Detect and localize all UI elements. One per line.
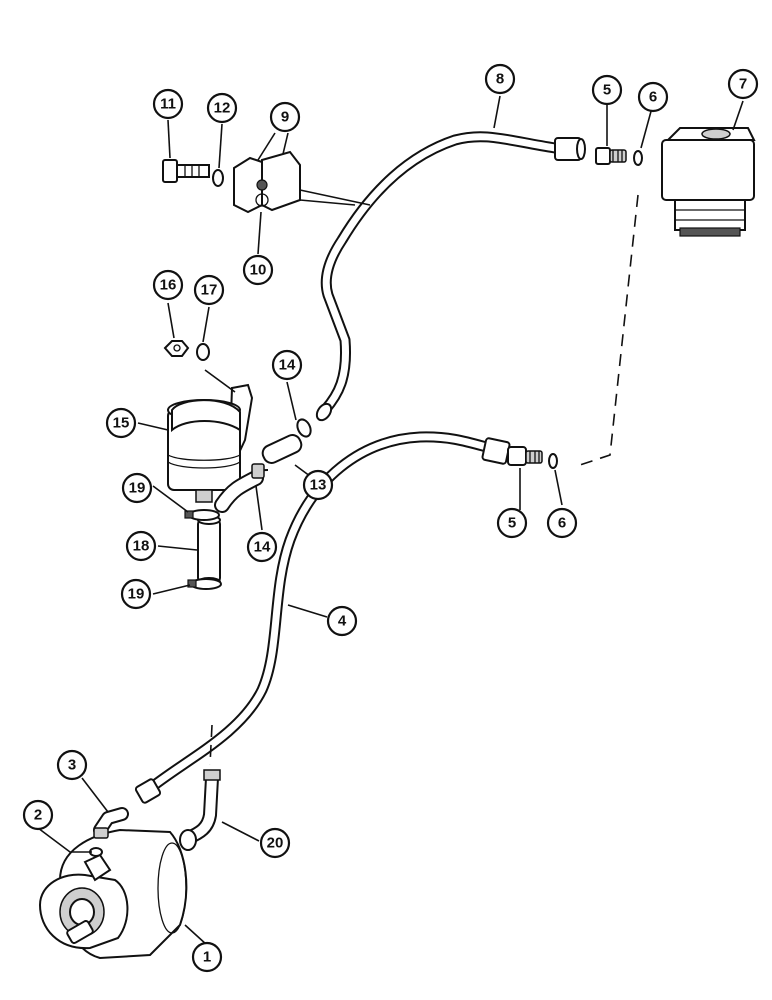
tube-4-nut: [481, 437, 511, 465]
svg-text:6: 6: [649, 89, 657, 106]
svg-text:12: 12: [214, 100, 231, 117]
adapter-fitting-lower: [507, 446, 543, 466]
clamp-arrow: [299, 189, 371, 206]
svg-text:13: 13: [310, 477, 327, 494]
callout-5-lower: 5: [496, 507, 528, 539]
callout-17: 17: [193, 274, 225, 306]
svg-text:9: 9: [281, 109, 289, 126]
callout-15: 15: [105, 407, 137, 439]
svg-text:15: 15: [113, 415, 130, 432]
elbow-fitting-3: [93, 807, 129, 839]
callout-19-lower: 19: [120, 578, 152, 610]
svg-text:16: 16: [160, 277, 177, 294]
callout-1: 1: [191, 941, 223, 973]
svg-text:3: 3: [68, 757, 76, 774]
callout-10: 10: [242, 254, 274, 286]
nut-16: [163, 340, 190, 357]
callout-8: 8: [484, 63, 516, 95]
elbow-hose-14: [214, 463, 265, 513]
callout-14-upper: 14: [271, 349, 303, 381]
svg-text:6: 6: [558, 515, 566, 532]
svg-text:11: 11: [160, 96, 176, 113]
svg-text:18: 18: [133, 538, 150, 555]
o-ring-upper: [633, 150, 643, 166]
callout-6-upper: 6: [637, 81, 669, 113]
svg-text:5: 5: [508, 515, 516, 532]
tube-4: [134, 431, 511, 804]
callout-12: 12: [206, 92, 238, 124]
svg-text:4: 4: [338, 613, 347, 630]
callout-18: 18: [125, 530, 157, 562]
hose-clip-19-upper: [184, 509, 220, 521]
clamp-9: [233, 150, 301, 214]
callout-4: 4: [326, 605, 358, 637]
callout-14-lower: 14: [246, 531, 278, 563]
elbow-fitting-20: [179, 769, 221, 851]
svg-text:1: 1: [203, 949, 211, 966]
svg-text:14: 14: [254, 539, 271, 556]
callout-13: 13: [302, 469, 334, 501]
adapter-fitting-upper: [595, 147, 627, 165]
callout-20: 20: [259, 827, 291, 859]
callout-16: 16: [152, 269, 184, 301]
svg-text:17: 17: [201, 282, 218, 299]
svg-text:20: 20: [267, 835, 284, 852]
svg-text:19: 19: [129, 480, 146, 497]
svg-text:19: 19: [128, 586, 145, 603]
callout-2: 2: [22, 799, 54, 831]
svg-text:7: 7: [739, 76, 747, 93]
callout-11: 11: [152, 88, 184, 120]
hose-18: [197, 515, 221, 587]
bolt-11: [162, 159, 210, 183]
svg-text:8: 8: [496, 71, 504, 88]
washer-17: [196, 343, 210, 361]
svg-text:2: 2: [34, 807, 42, 824]
callout-6-lower: 6: [546, 507, 578, 539]
svg-text:14: 14: [279, 357, 296, 374]
svg-text:10: 10: [250, 262, 267, 279]
tube-8: [315, 131, 586, 422]
hose-clip-19-lower: [187, 578, 222, 590]
reservoir-15: [167, 383, 254, 503]
steering-motor: [661, 127, 756, 237]
leader-lines: [37, 95, 744, 946]
pump-1: [38, 828, 188, 960]
o-ring-lower: [548, 453, 558, 469]
callout-7: 7: [727, 68, 759, 100]
callout-5-upper: 5: [591, 74, 623, 106]
dashed-connection-lower: [209, 724, 213, 766]
callout-3: 3: [56, 749, 88, 781]
callout-9: 9: [269, 101, 301, 133]
callout-19-upper: 19: [121, 472, 153, 504]
dashed-connection-upper: [579, 194, 639, 466]
washer-12: [212, 169, 224, 187]
svg-text:5: 5: [603, 82, 611, 99]
